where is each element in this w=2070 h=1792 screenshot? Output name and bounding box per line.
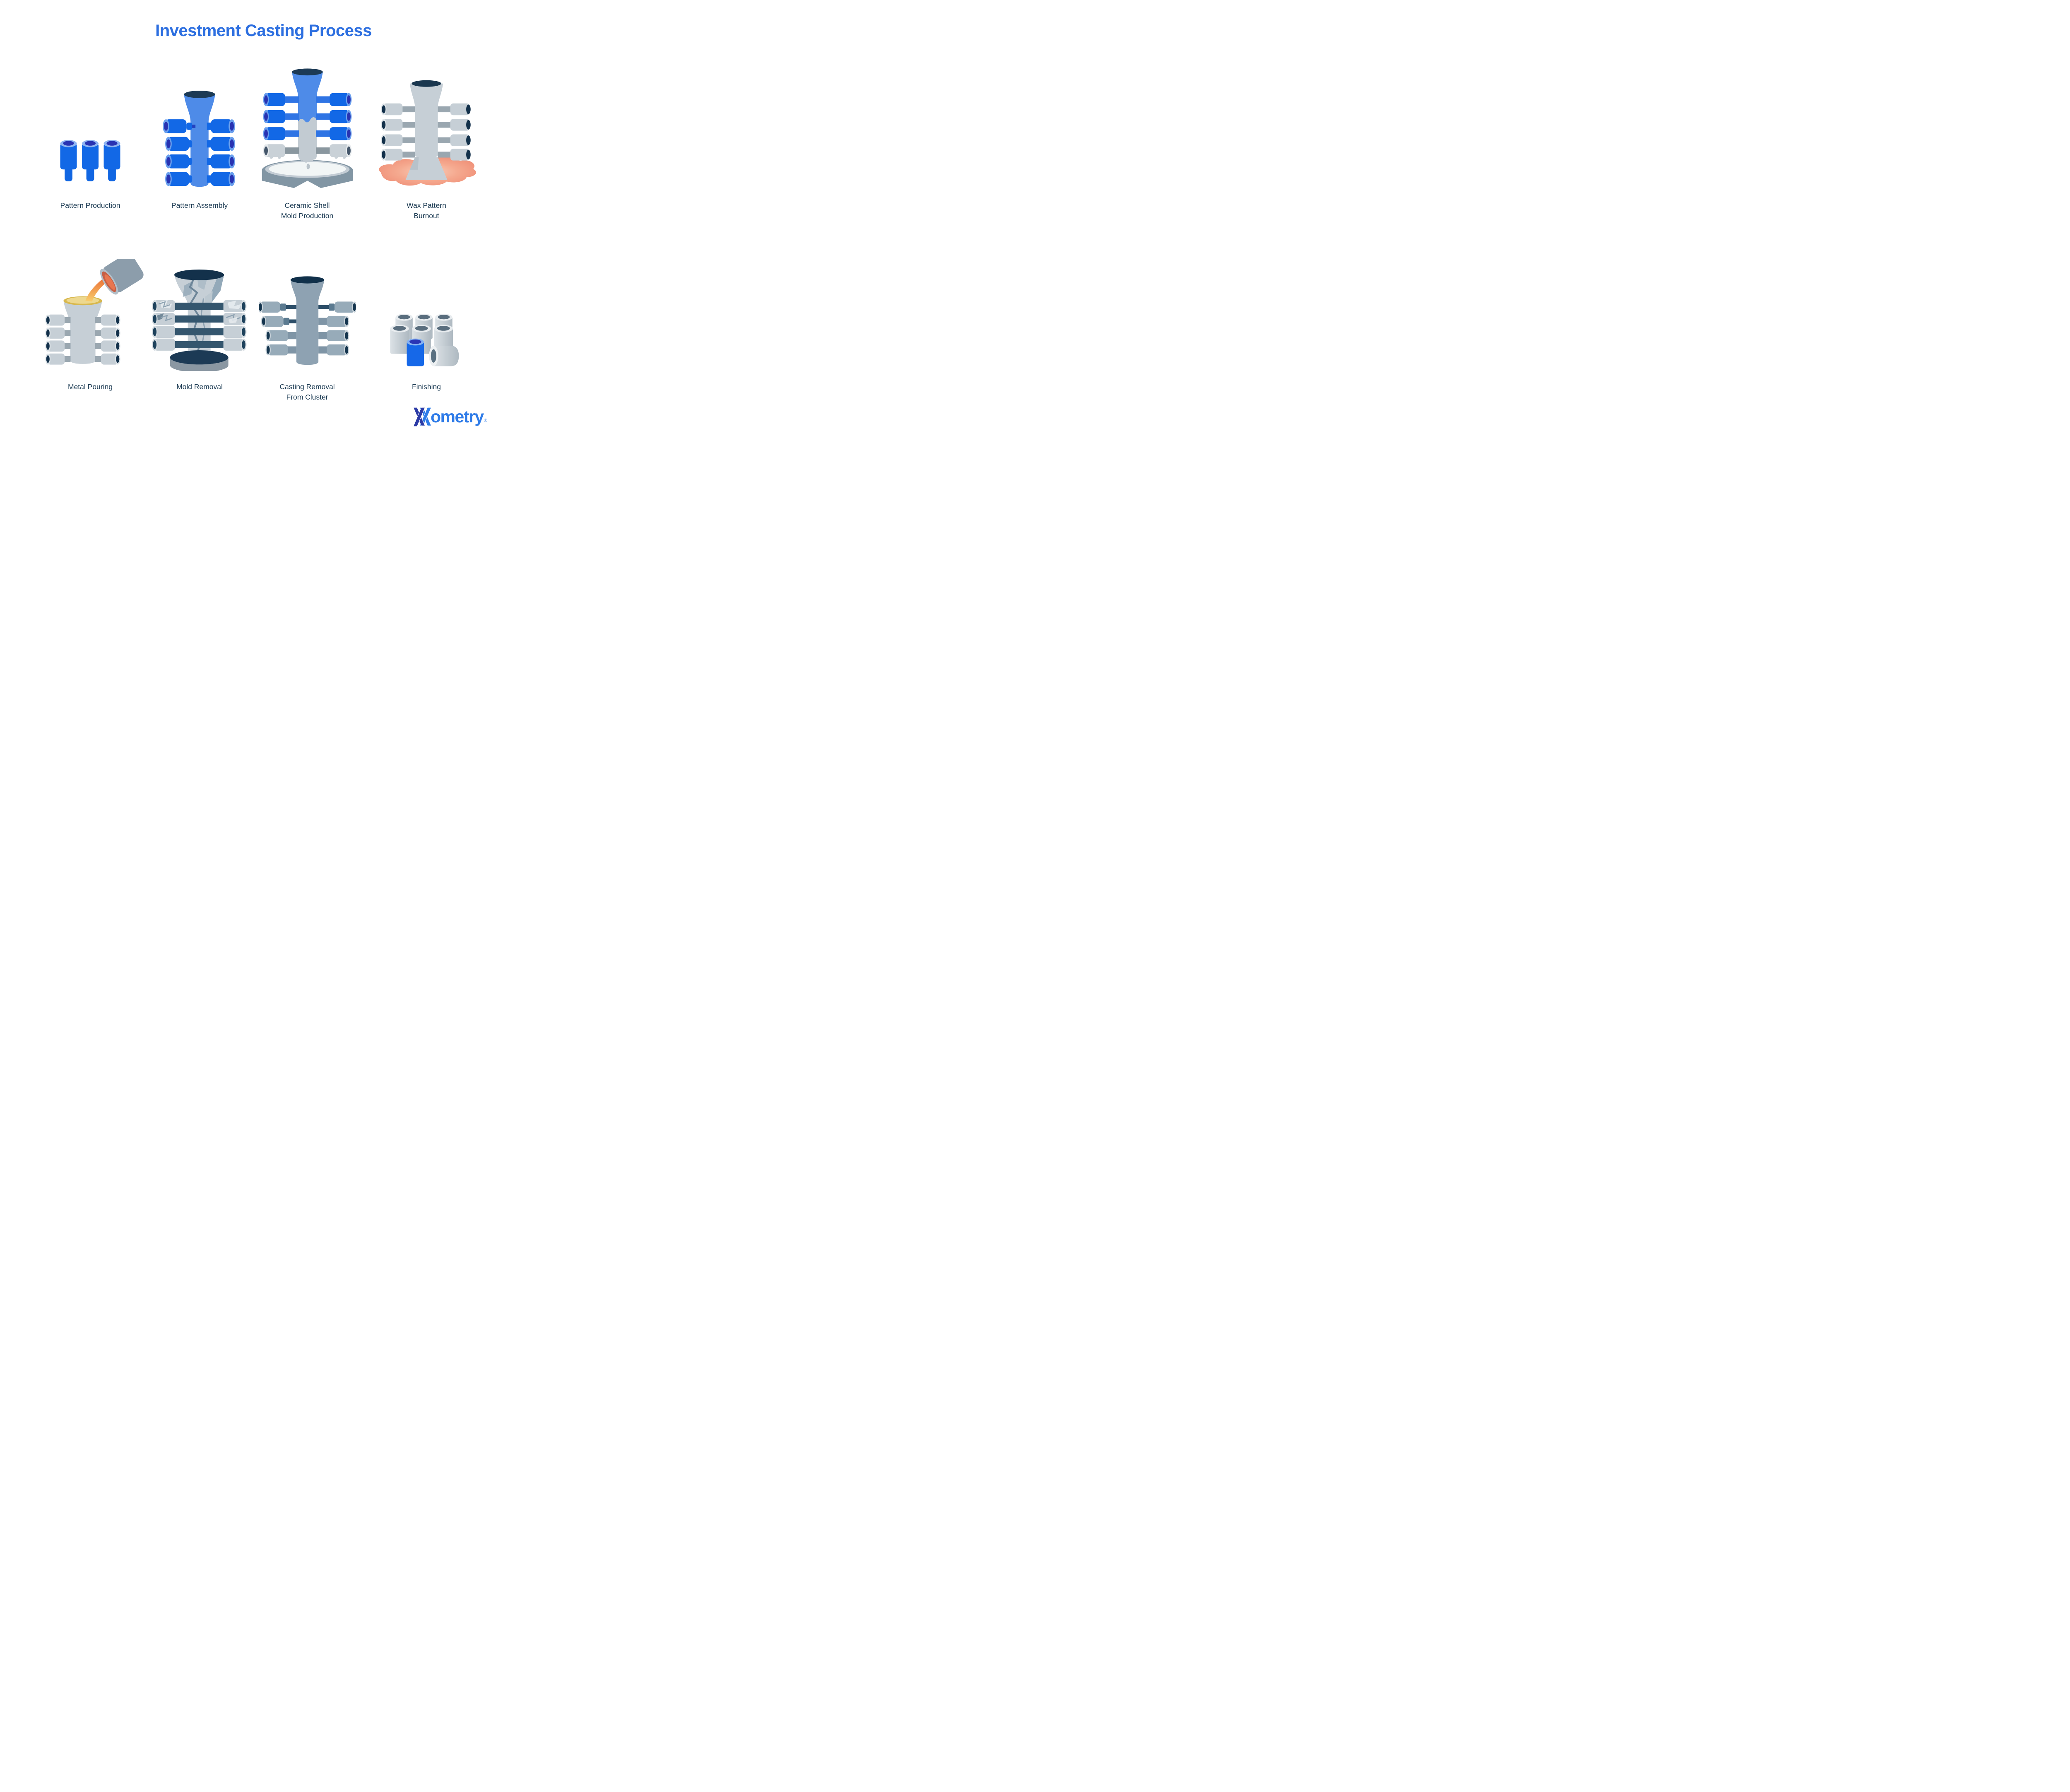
shell-cylinder-row: [45, 327, 120, 339]
shell-cylinder-row: [45, 314, 120, 326]
step-label-line: Pattern Assembly: [171, 201, 228, 210]
wax-cylinder-row: [263, 110, 351, 123]
finished-part: [390, 325, 409, 354]
slurry-vat: [262, 160, 353, 188]
shell-cylinder-row: [381, 119, 471, 131]
step-label-line: Metal Pouring: [68, 383, 113, 391]
crucible: [100, 259, 144, 295]
step-wax-pattern-burnout: Wax Pattern Burnout: [373, 49, 480, 221]
mold-removal-illustration: [146, 230, 253, 371]
xometry-logo: ometry ®: [412, 407, 487, 426]
burnout-icon: [379, 80, 476, 186]
wax-cylinder-row: [165, 137, 235, 151]
step-label-line: Finishing: [412, 383, 441, 391]
shell-cylinder-row: [381, 149, 471, 161]
pattern-production-illustration: [36, 49, 144, 190]
casting-row: [258, 301, 356, 313]
step-label-line: Wax Pattern: [407, 201, 446, 210]
shell-cylinder-row: [45, 353, 120, 365]
step-metal-pouring: Metal Pouring: [36, 230, 144, 392]
wax-cylinder-row: [165, 172, 235, 186]
finished-parts-icon: [390, 313, 459, 366]
wax-cylinder-row: [165, 154, 235, 169]
step-label-line: Casting Removal: [279, 383, 335, 391]
wax-cylinder: [60, 140, 77, 181]
step-pattern-assembly: Pattern Assembly: [146, 49, 253, 211]
step-label-line: Mold Removal: [176, 383, 223, 391]
step-finishing: Finishing: [373, 230, 480, 392]
wax-cylinder-row: [263, 127, 351, 140]
step-label: Wax Pattern Burnout: [373, 200, 480, 221]
infographic-investment-casting: Investment Casting Process: [0, 0, 527, 448]
xometry-wordmark: ometry: [431, 407, 484, 426]
casting-row: [265, 330, 349, 341]
step-label-line: From Cluster: [286, 393, 328, 401]
registered-trademark-symbol: ®: [484, 418, 487, 423]
broken-cylinder-row: [152, 338, 247, 351]
step-ceramic-shell-mold-production: Ceramic Shell Mold Production: [253, 49, 361, 221]
ceramic-shell-illustration: [253, 49, 361, 190]
wax-burnout-illustration: [373, 49, 480, 190]
finished-part-lying: [428, 346, 459, 366]
base-plate: [170, 350, 229, 371]
slurry-dipping-icon: [262, 68, 353, 188]
step-mold-removal: Mold Removal: [146, 230, 253, 392]
casting-row: [265, 344, 349, 356]
step-label: Pattern Assembly: [146, 200, 253, 211]
wax-cylinder: [104, 140, 120, 181]
page-title: Investment Casting Process: [155, 22, 372, 40]
step-label: Pattern Production: [36, 200, 144, 211]
pattern-assembly-illustration: [146, 49, 253, 190]
finishing-illustration: [373, 230, 480, 371]
step-label-line: Burnout: [414, 211, 439, 220]
step-label: Mold Removal: [146, 382, 253, 392]
metal-pouring-illustration: [36, 230, 144, 371]
step-label: Metal Pouring: [36, 382, 144, 392]
step-pattern-production: Pattern Production: [36, 49, 144, 211]
pouring-icon: [45, 259, 144, 365]
cracked-mold-icon: [152, 270, 247, 371]
step-label-line: Mold Production: [281, 211, 334, 220]
casting-row: [261, 316, 349, 327]
shell-cylinder-row: [381, 103, 471, 116]
finished-part-blue: [407, 338, 424, 366]
step-label-line: Pattern Production: [60, 201, 120, 210]
step-label: Casting Removal From Cluster: [253, 382, 361, 402]
step-label: Finishing: [373, 382, 480, 392]
step-label-line: Ceramic Shell: [284, 201, 330, 210]
shell-cylinder-row: [45, 340, 120, 352]
wax-cylinder-row: [163, 119, 235, 133]
xometry-x-icon: [413, 407, 432, 426]
wax-cylinder: [82, 140, 99, 181]
broken-cylinder-row: [152, 313, 247, 325]
broken-cylinder-row: [152, 300, 247, 313]
step-label: Ceramic Shell Mold Production: [253, 200, 361, 221]
wax-patterns-icon: [60, 140, 120, 181]
wax-cylinder-row: [263, 93, 351, 106]
shell-cylinder-row: [381, 134, 471, 146]
casting-removal-illustration: [253, 230, 361, 371]
wax-cluster-icon: [163, 90, 235, 187]
casting-cluster-icon: [258, 276, 356, 365]
step-casting-removal-from-cluster: Casting Removal From Cluster: [253, 230, 361, 402]
ceramic-coated-row: [263, 144, 351, 159]
broken-cylinder-row: [152, 325, 247, 338]
